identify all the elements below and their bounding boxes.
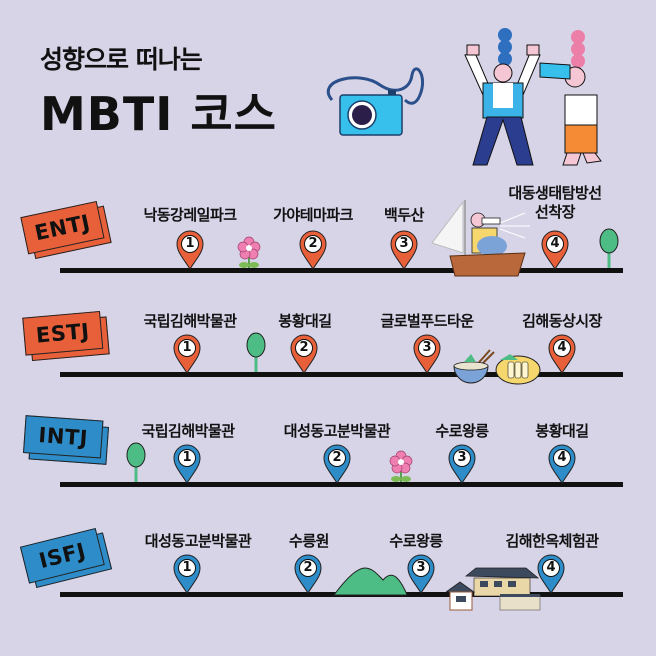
course-row-estj: ESTJ 국립김해박물관 봉황대길 글로벌푸드타운 김해동상시장 1 2 3 4 [0, 290, 656, 400]
map-pin[interactable]: 2 [293, 554, 323, 594]
flower-icon [389, 450, 413, 482]
mbti-type-label: ISFJ [19, 527, 105, 584]
stop-name: 봉황대길 [278, 312, 332, 330]
map-pin[interactable]: 4 [536, 554, 566, 594]
stop-name-line1: 대동생태탐방선 [508, 184, 602, 202]
camera-icon [327, 67, 425, 136]
stop-name: 국립김해박물관 [143, 312, 237, 330]
stop-name: 수릉원 [289, 532, 329, 550]
pin-number: 2 [295, 339, 313, 357]
course-road [60, 372, 623, 377]
course-road [60, 268, 623, 273]
stop-name: 김해한옥체험관 [505, 532, 599, 550]
stop-name: 김해동상시장 [522, 312, 602, 330]
mbti-ticket: ENTJ [20, 200, 112, 261]
pin-number: 2 [328, 449, 346, 467]
stop-name: 대성동고분박물관 [144, 532, 252, 550]
tree-icon [599, 228, 619, 268]
stop-name: 낙동강레일파크 [143, 206, 237, 224]
pin-number: 2 [304, 235, 322, 253]
course-row-entj: ENTJ 낙동강레일파크 가야테마파크 백두산 대동생태탐방선 선착장 1 2 … [0, 180, 656, 290]
hanok-house-icon [446, 567, 541, 611]
map-pin[interactable]: 4 [547, 334, 577, 374]
pin-number: 3 [453, 449, 471, 467]
map-pin[interactable]: 1 [172, 334, 202, 374]
travelers-illustration [464, 28, 602, 166]
map-pin[interactable]: 2 [298, 230, 328, 270]
map-pin[interactable]: 1 [175, 230, 205, 270]
pin-number: 3 [418, 339, 436, 357]
stop-name: 대성동고분박물관 [283, 422, 391, 440]
map-pin[interactable]: 2 [322, 444, 352, 484]
page-title: MBTI 코스 [40, 87, 277, 141]
map-pin[interactable]: 3 [447, 444, 477, 484]
mbti-type-label: ESTJ [22, 310, 104, 356]
mbti-type-label: INTJ [22, 415, 104, 459]
pin-number: 4 [542, 559, 560, 577]
stop-name: 수로왕릉 [435, 422, 489, 440]
map-pin[interactable]: 3 [412, 334, 442, 374]
course-road [60, 482, 623, 487]
page-subtitle: 성향으로 떠나는 [40, 45, 203, 74]
map-pin[interactable]: 3 [406, 554, 436, 594]
map-pin[interactable]: 2 [289, 334, 319, 374]
stop-name: 백두산 [384, 206, 424, 224]
mbti-ticket: ISFJ [19, 526, 113, 589]
flower-icon [237, 236, 261, 268]
course-row-isfj: ISFJ 대성동고분박물관 수릉원 수로왕릉 김해한옥체험관 1 2 3 4 [0, 510, 656, 620]
stop-name: 국립김해박물관 [141, 422, 235, 440]
pin-number: 1 [178, 449, 196, 467]
pin-number: 1 [178, 559, 196, 577]
stop-name: 글로벌푸드타운 [380, 312, 474, 330]
stop-name: 가야테마파크 [273, 206, 353, 224]
pin-number: 3 [395, 235, 413, 253]
mbti-ticket: ESTJ [22, 310, 110, 362]
sailboat-explorer-illustration [431, 200, 530, 277]
tree-icon [246, 332, 266, 372]
stop-name: 수로왕릉 [389, 532, 443, 550]
pin-number: 2 [299, 559, 317, 577]
map-pin[interactable]: 3 [389, 230, 419, 270]
pin-number: 4 [553, 339, 571, 357]
course-row-intj: INTJ 국립김해박물관 대성동고분박물관 수로왕릉 봉황대길 1 2 3 4 [0, 400, 656, 510]
map-pin[interactable]: 4 [547, 444, 577, 484]
pin-number: 4 [553, 449, 571, 467]
mbti-ticket: INTJ [22, 415, 110, 465]
hills-icon [333, 567, 408, 596]
pin-number: 3 [412, 559, 430, 577]
pin-number: 4 [546, 235, 564, 253]
pin-number: 1 [181, 235, 199, 253]
map-pin[interactable]: 4 [540, 230, 570, 270]
pin-number: 1 [178, 339, 196, 357]
food-bowl-icon [453, 349, 541, 385]
stop-name-line2: 선착장 [535, 203, 575, 221]
map-pin[interactable]: 1 [172, 444, 202, 484]
stop-name: 봉황대길 [535, 422, 589, 440]
tree-icon [126, 442, 146, 482]
stop-name: 대동생태탐방선 선착장 [508, 184, 602, 222]
map-pin[interactable]: 1 [172, 554, 202, 594]
